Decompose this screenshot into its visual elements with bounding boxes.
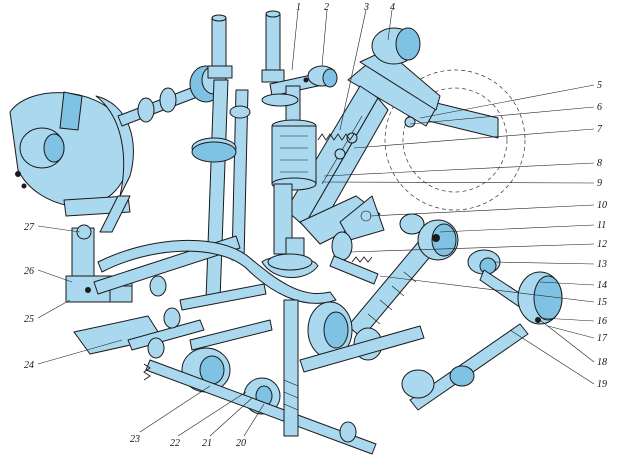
label-8: 8 (597, 158, 602, 169)
spindle-assembly (261, 85, 317, 259)
label-25: 25 (24, 314, 34, 325)
label-10: 10 (597, 200, 607, 211)
label-3: 3 (363, 2, 369, 13)
label-26: 26 (24, 266, 34, 277)
label-1: 1 (296, 2, 301, 13)
label-21: 21 (202, 438, 212, 449)
left-lever-stand (63, 195, 241, 303)
worm-shaft (347, 213, 459, 339)
yoke (261, 253, 319, 279)
small-linkages (149, 275, 273, 351)
label-18: 18 (597, 357, 607, 368)
label-2: 2 (324, 2, 329, 13)
label-27: 27 (24, 222, 35, 233)
label-17: 17 (597, 333, 608, 344)
label-13: 13 (597, 259, 607, 270)
label-24: 24 (24, 360, 34, 371)
pivot-lever (329, 231, 379, 285)
curved-rod (97, 239, 337, 304)
leader-lines (37, 9, 595, 437)
label-19: 19 (597, 379, 607, 390)
right-pulleys (409, 249, 563, 411)
sector-lever (285, 27, 441, 245)
label-11: 11 (597, 220, 606, 231)
bevel-gear-cluster (299, 301, 475, 399)
label-5: 5 (597, 80, 602, 91)
swing-path-dashed (384, 69, 526, 211)
slide-plate (73, 315, 205, 381)
label-16: 16 (597, 316, 607, 327)
cam-disc (9, 91, 134, 207)
left-frame (191, 79, 251, 301)
label-20: 20 (236, 438, 246, 449)
label-6: 6 (597, 102, 602, 113)
label-23: 23 (130, 434, 140, 445)
label-9: 9 (597, 178, 602, 189)
lower-gears (145, 299, 377, 455)
label-4: 4 (390, 2, 395, 13)
label-22: 22 (170, 438, 180, 449)
label-7: 7 (597, 124, 603, 135)
vertical-columns (207, 10, 285, 83)
part-labels: 1 2 3 4 5 6 7 8 9 10 11 12 13 14 15 16 1… (24, 2, 608, 449)
coil-spring (317, 133, 355, 141)
label-15: 15 (597, 297, 607, 308)
label-12: 12 (597, 239, 607, 250)
label-14: 14 (597, 280, 607, 291)
